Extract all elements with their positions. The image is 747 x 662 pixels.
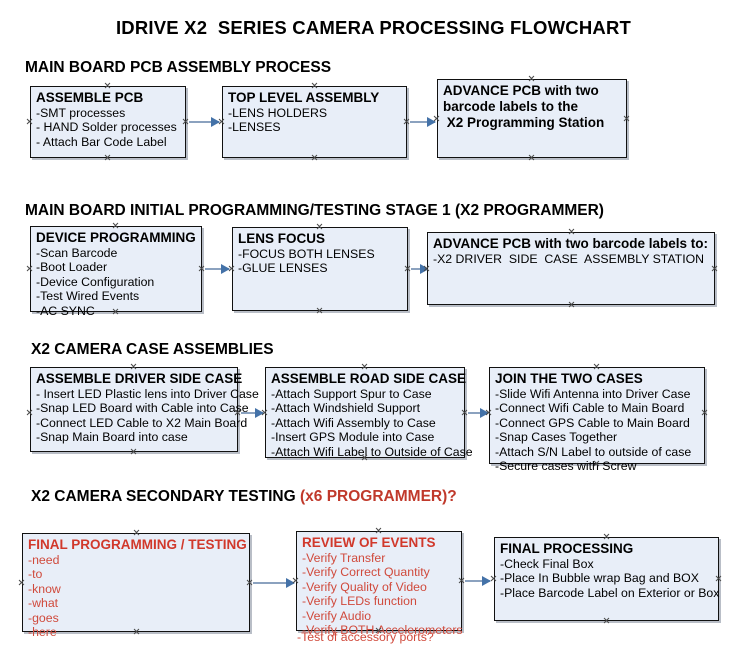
connector-final-programming-to-review bbox=[253, 578, 295, 588]
box-line: -LENS HOLDERS bbox=[228, 105, 328, 120]
box-line: -know bbox=[28, 581, 61, 596]
box-line: -LENSES bbox=[228, 120, 281, 135]
box-title: REVIEW OF EVENTS bbox=[302, 535, 436, 550]
box-advance-pcb-programming-station[interactable]: ADVANCE PCB with two barcode labels to t… bbox=[437, 79, 627, 158]
connector-assemble-pcb-to-top-level bbox=[189, 117, 220, 127]
box-line: -Verify LEDs function bbox=[302, 594, 417, 609]
connector-road-case-to-join-cases bbox=[468, 408, 489, 418]
arrow-head-icon bbox=[480, 408, 489, 418]
section-heading-pcb-assembly: MAIN BOARD PCB ASSEMBLY PROCESS bbox=[25, 59, 332, 76]
box-line: -SMT processes bbox=[36, 105, 126, 120]
box-line: -Place Barcode Label on Exterior or Box bbox=[500, 585, 720, 600]
box-line: -Snap LED Board with Cable into Case bbox=[36, 401, 249, 416]
box-line: -Attach Wifi Assembly to Case bbox=[271, 415, 436, 430]
box-line: -Test Wired Events bbox=[36, 289, 140, 304]
box-title: ASSEMBLE ROAD SIDE CASE bbox=[271, 371, 467, 386]
box-line: - Attach Bar Code Label bbox=[36, 134, 167, 149]
box-line: -goes bbox=[28, 610, 59, 625]
section-heading-accent: (x6 PROGRAMMER)? bbox=[300, 488, 457, 505]
box-line: -Insert GPS Module into Case bbox=[271, 430, 435, 445]
box-assemble-road-side-case[interactable]: ASSEMBLE ROAD SIDE CASE -Attach Support … bbox=[265, 367, 473, 459]
arrow-head-icon bbox=[427, 117, 436, 127]
section-heading-case-assemblies: X2 CAMERA CASE ASSEMBLIES bbox=[31, 341, 274, 358]
arrow-head-icon bbox=[420, 264, 429, 274]
box-line: -Boot Loader bbox=[36, 260, 108, 275]
connector-device-programming-to-lens-focus bbox=[205, 264, 230, 274]
box-line: -FOCUS BOTH LENSES bbox=[238, 246, 375, 261]
box-assemble-pcb[interactable]: ASSEMBLE PCB -SMT processes - HAND Solde… bbox=[30, 86, 186, 158]
box-line: -need bbox=[28, 552, 60, 567]
section-heading-secondary-testing: X2 CAMERA SECONDARY TESTING (x6 PROGRAMM… bbox=[31, 488, 457, 506]
box-line: -Place In Bubble wrap Bag and BOX bbox=[500, 571, 699, 586]
box-line: -Snap Cases Together bbox=[495, 430, 618, 445]
box-line: -AC SYNC bbox=[36, 303, 95, 318]
box-join-the-two-cases[interactable]: JOIN THE TWO CASES -Slide Wifi Antenna i… bbox=[489, 367, 705, 473]
box-line: -Verify Correct Quantity bbox=[302, 565, 430, 580]
box-line: -Verify BOTH Accelerometers bbox=[302, 622, 463, 637]
box-line: -Verify Transfer bbox=[302, 550, 386, 565]
box-line: -Verify Quality of Video bbox=[302, 579, 427, 594]
box-line: -to bbox=[28, 567, 43, 582]
box-line: - Insert LED Plastic lens into Driver Ca… bbox=[36, 386, 259, 401]
box-title: ASSEMBLE PCB bbox=[36, 90, 144, 105]
box-title: JOIN THE TWO CASES bbox=[495, 371, 643, 386]
box-lens-focus[interactable]: LENS FOCUS -FOCUS BOTH LENSES -GLUE LENS… bbox=[232, 227, 408, 311]
box-line: -here bbox=[28, 624, 57, 639]
box-line-overflow: -Test of accessory ports? bbox=[297, 630, 434, 644]
box-title: DEVICE PROGRAMMING bbox=[36, 230, 196, 245]
box-line: -Slide Wifi Antenna into Driver Case bbox=[495, 386, 691, 401]
box-line: X2 Programming Station bbox=[443, 114, 605, 130]
box-line: -GLUE LENSES bbox=[238, 261, 328, 276]
arrow-head-icon bbox=[286, 578, 295, 588]
box-title: FINAL PROGRAMMING / TESTING bbox=[28, 537, 247, 552]
box-line: -what bbox=[28, 596, 59, 611]
box-line: -Attach Windshield Support bbox=[271, 401, 421, 416]
box-title: ADVANCE PCB with two barcode labels to: bbox=[433, 236, 709, 251]
box-title: ASSEMBLE DRIVER SIDE CASE bbox=[36, 371, 243, 386]
box-line: -Snap Main Board into case bbox=[36, 430, 188, 445]
box-line: -Attach S/N Label to outside of case bbox=[495, 444, 692, 459]
box-title: TOP LEVEL ASSEMBLY bbox=[228, 90, 380, 105]
box-line: -Device Configuration bbox=[36, 274, 155, 289]
section-heading-text: X2 CAMERA SECONDARY TESTING bbox=[31, 488, 300, 505]
box-assemble-driver-side-case[interactable]: ASSEMBLE DRIVER SIDE CASE - Insert LED P… bbox=[30, 367, 259, 452]
box-final-processing[interactable]: FINAL PROCESSING -Check Final Box -Place… bbox=[494, 537, 719, 621]
arrow-head-icon bbox=[255, 408, 264, 418]
page-title: IDRIVE X2 SERIES CAMERA PROCESSING FLOWC… bbox=[115, 17, 632, 38]
box-line: -X2 DRIVER SIDE CASE ASSEMBLY STATION bbox=[433, 251, 705, 266]
section-heading-initial-programming: MAIN BOARD INITIAL PROGRAMMING/TESTING S… bbox=[25, 202, 604, 219]
box-line: -Check Final Box bbox=[500, 556, 594, 571]
connector-review-to-final-processing bbox=[465, 576, 491, 586]
box-line: -Secure cases with Screw bbox=[495, 458, 637, 473]
connector-lens-focus-to-advance-driver-case bbox=[411, 264, 429, 274]
box-top-level-assembly[interactable]: TOP LEVEL ASSEMBLY -LENS HOLDERS -LENSES bbox=[222, 86, 407, 158]
box-line: -Connect LED Cable to X2 Main Board bbox=[36, 415, 248, 430]
box-line: - HAND Solder processes bbox=[36, 120, 177, 135]
box-line: -Connect GPS Cable to Main Board bbox=[495, 415, 690, 430]
box-device-programming[interactable]: DEVICE PROGRAMMING -Scan Barcode -Boot L… bbox=[30, 226, 202, 318]
connector-top-level-to-advance-pcb bbox=[410, 117, 436, 127]
box-line: -Verify Audio bbox=[302, 608, 372, 623]
arrow-head-icon bbox=[221, 264, 230, 274]
arrow-head-icon bbox=[211, 117, 220, 127]
box-title: ADVANCE PCB with two bbox=[443, 83, 599, 98]
box-review-of-events[interactable]: REVIEW OF EVENTS -Verify Transfer -Verif… bbox=[296, 531, 463, 637]
box-title: LENS FOCUS bbox=[238, 231, 326, 246]
box-line: -Attach Wifi Label to Outside of Case bbox=[271, 444, 473, 459]
box-title: FINAL PROCESSING bbox=[500, 541, 634, 556]
arrow-head-icon bbox=[482, 576, 491, 586]
box-line: -Scan Barcode bbox=[36, 245, 118, 260]
box-line: -Connect Wifi Cable to Main Board bbox=[495, 401, 685, 416]
box-final-programming-testing[interactable]: FINAL PROGRAMMING / TESTING -need -to -k… bbox=[22, 533, 250, 639]
connector-driver-case-to-road-case bbox=[241, 408, 264, 418]
box-line: barcode labels to the bbox=[443, 98, 579, 114]
box-advance-pcb-driver-case-station[interactable]: ADVANCE PCB with two barcode labels to: … bbox=[427, 232, 715, 305]
box-line: -Attach Support Spur to Case bbox=[271, 386, 432, 401]
